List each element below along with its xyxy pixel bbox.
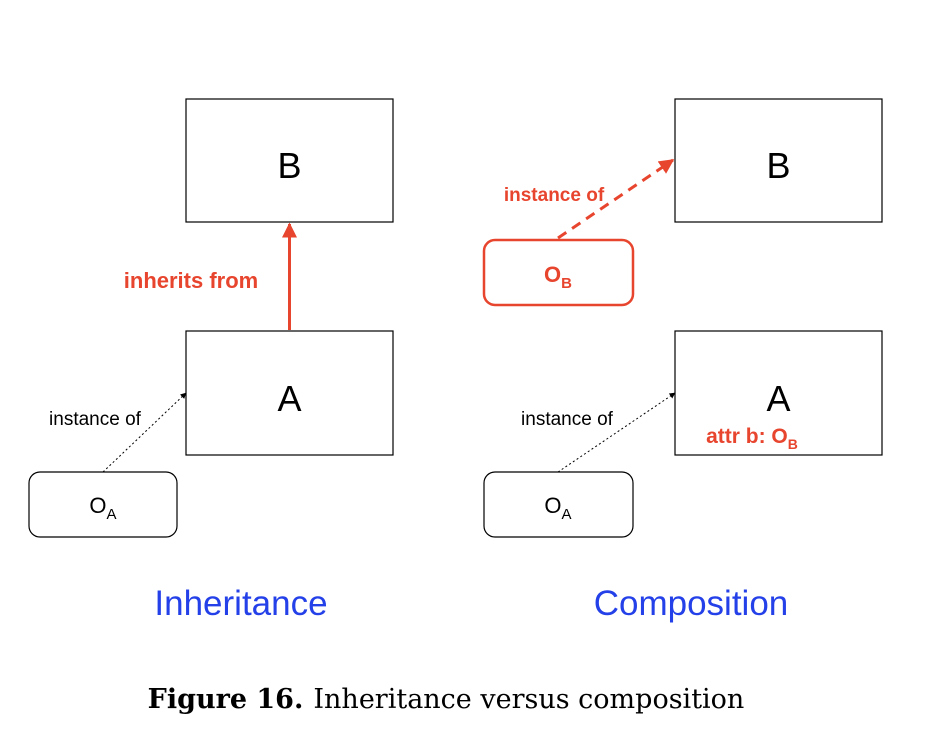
inheritance-panel: B A inherits from instance of OA Inherit… — [28, 98, 394, 623]
figure-caption-label: Figure 16. — [148, 684, 304, 715]
right-box-b — [674, 98, 883, 223]
right-object-oa-box — [483, 471, 634, 538]
right-instance-arrow — [557, 392, 676, 473]
left-instance-label: instance of — [49, 409, 142, 430]
figure-caption: Figure 16. Inheritance versus composition — [148, 684, 745, 715]
inherits-from-label: inherits from — [124, 268, 258, 293]
inheritance-title: Inheritance — [154, 584, 327, 623]
left-box-b-label: B — [277, 145, 301, 186]
right-box-a-label: A — [766, 378, 790, 419]
left-object-oa-label: OA — [89, 493, 116, 523]
right-object-ob-label: OB — [544, 262, 572, 292]
composition-title: Composition — [594, 584, 789, 623]
right-box-b-label: B — [766, 145, 790, 186]
left-box-b — [185, 98, 394, 223]
left-box-a-label: A — [277, 378, 301, 419]
composition-panel: B instance of OB A attr b: OB instance o… — [482, 98, 883, 623]
right-object-oa-label: OA — [544, 493, 571, 523]
right-instance-of-b-arrow — [557, 158, 675, 240]
right-box-a-attr: attr b: OB — [706, 425, 798, 452]
figure-caption-text: Inheritance versus composition — [313, 684, 744, 715]
right-instance-of-b-label: instance of — [504, 185, 605, 206]
left-object-oa-box — [28, 471, 178, 538]
right-instance-label: instance of — [521, 409, 614, 430]
right-object-ob-box — [482, 238, 635, 307]
left-instance-arrow — [102, 392, 187, 473]
